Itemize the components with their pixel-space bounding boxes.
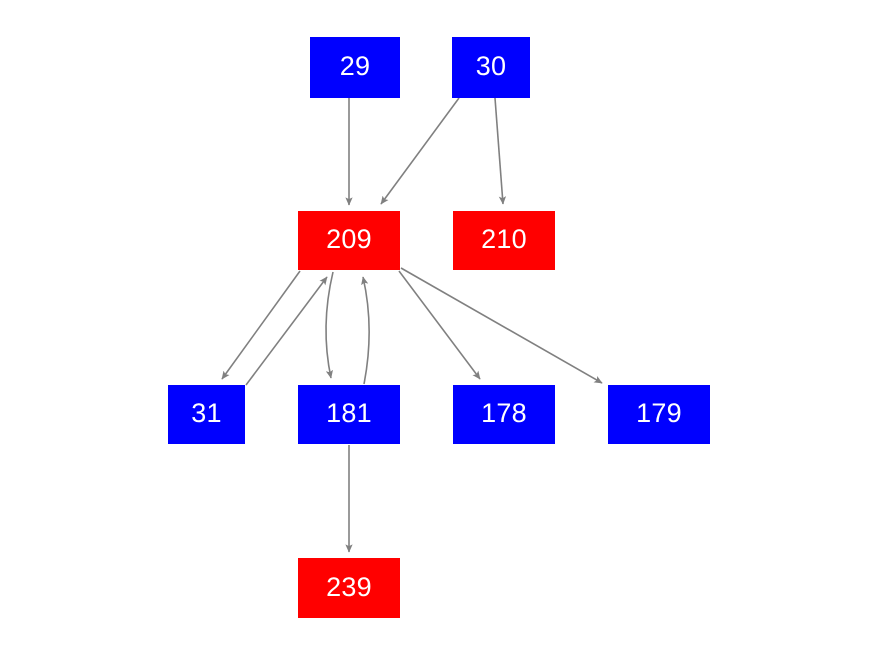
edge-209-to-181 [325, 271, 334, 379]
graph-node-210[interactable]: 210 [453, 211, 555, 270]
graph-node-29[interactable]: 29 [310, 37, 400, 98]
graph-node-209[interactable]: 209 [298, 211, 400, 270]
edge-181-to-209 [361, 276, 370, 385]
edge-30-to-210 [494, 97, 507, 205]
graph-node-30[interactable]: 30 [452, 37, 530, 98]
node-label: 178 [481, 398, 527, 428]
edge-209-to-178 [398, 270, 481, 380]
graph-node-31[interactable]: 31 [168, 385, 245, 444]
graph-node-179[interactable]: 179 [608, 385, 710, 444]
node-label: 179 [636, 398, 682, 428]
node-label: 210 [481, 224, 527, 254]
node-label: 181 [326, 398, 372, 428]
node-label: 209 [326, 224, 372, 254]
graph-node-239[interactable]: 239 [298, 558, 400, 618]
graph-node-178[interactable]: 178 [453, 385, 555, 444]
edge-30-to-209 [380, 97, 460, 205]
edge-209-to-31 [221, 270, 301, 380]
edge-209-to-179 [400, 267, 603, 384]
node-label: 31 [191, 398, 222, 428]
node-label: 30 [475, 51, 507, 81]
graph-node-181[interactable]: 181 [298, 385, 400, 444]
edge-31-to-209 [245, 276, 328, 386]
node-label: 29 [339, 51, 371, 81]
node-label: 239 [326, 571, 372, 602]
